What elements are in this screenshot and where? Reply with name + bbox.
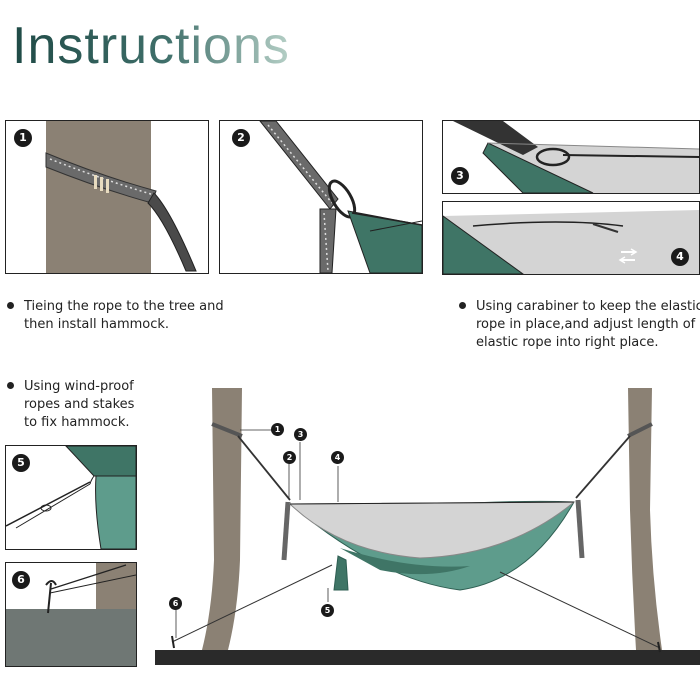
adjust-elastic-illustration	[443, 210, 699, 274]
caption-left-line1: Tieing the rope to the tree and	[24, 299, 224, 314]
caption-stakes-line2: ropes and stakes	[24, 397, 135, 412]
ground-stake-illustration	[6, 563, 136, 666]
caption-right: Using carabiner to keep the elastic rope…	[459, 298, 700, 352]
step-panel-6: 6	[5, 562, 137, 667]
carabiner-strap-illustration	[259, 121, 422, 273]
windproof-rope-illustration	[6, 446, 136, 549]
scene-callout-5: 5	[321, 604, 334, 617]
step-badge-2: 2	[232, 129, 250, 147]
step-panel-5: 5	[5, 445, 137, 550]
bullet-dot	[7, 302, 14, 309]
caption-right-line1: Using carabiner to keep the elastic	[476, 299, 700, 314]
step-panel-1: 1	[5, 120, 209, 274]
step-badge-1: 1	[14, 129, 32, 147]
step-panel-2: 2	[219, 120, 423, 274]
step-badge-4: 4	[671, 248, 689, 266]
caption-stakes-line1: Using wind-proof	[24, 379, 134, 394]
scene-callout-2: 2	[283, 451, 296, 464]
caption-right-line2: rope in place,and adjust length of	[476, 317, 696, 332]
hammock-setup-scene	[155, 388, 700, 665]
step-panel-4: 4	[442, 201, 700, 275]
step-panel-3: 3	[442, 120, 700, 194]
caption-left: Tieing the rope to the tree and then ins…	[7, 298, 224, 334]
scene-callout-3: 3	[294, 428, 307, 441]
scene-callout-1: 1	[271, 423, 284, 436]
caption-left-line2: then install hammock.	[24, 317, 170, 332]
page-title: Instructions	[12, 17, 290, 75]
caption-right-line3: elastic rope into right place.	[476, 335, 659, 350]
caption-stakes: Using wind-proof ropes and stakes to fix…	[7, 378, 134, 432]
caption-stakes-line3: to fix hammock.	[24, 415, 130, 430]
step-badge-6: 6	[12, 571, 30, 589]
scene-callout-6: 6	[169, 597, 182, 610]
step-badge-3: 3	[451, 167, 469, 185]
tree-strap-illustration	[45, 121, 197, 273]
bullet-dot	[7, 382, 14, 389]
step-badge-5: 5	[12, 454, 30, 472]
scene-callout-4: 4	[331, 451, 344, 464]
elastic-rope-carabiner-illustration	[453, 121, 699, 193]
bullet-dot	[459, 302, 466, 309]
